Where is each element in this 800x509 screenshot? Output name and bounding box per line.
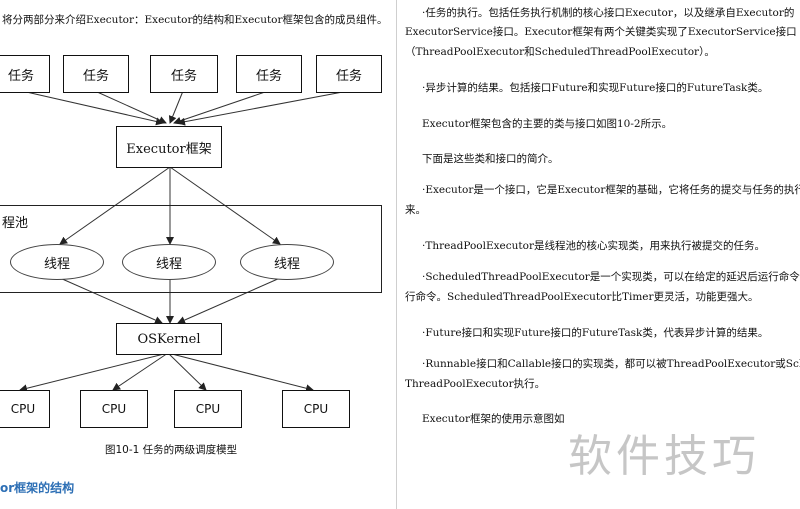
paragraph-line: ExecutorService接口。Executor框架有两个关键类实现了Exe… [405,26,797,38]
paragraph-line: 行命令。ScheduledThreadPoolExecutor比Timer更灵活… [405,291,759,303]
paragraph-line: Executor框架的使用示意图如 [422,413,565,425]
paragraph-line: 下面是这些类和接口的简介。 [422,153,559,165]
intro-text: 将分两部分来介绍Executor：Executor的结构和Executor框架包… [2,14,388,26]
paragraph-line: ·ScheduledThreadPoolExecutor是一个实现类，可以在给定… [422,271,800,283]
paragraph-line: ·Runnable接口和Callable接口的实现类，都可以被ThreadPoo… [422,358,800,370]
thread-pool-label: 程池 [2,216,29,231]
task-box-2: 任务 [63,55,129,93]
watermark-text: 软件技巧 [568,431,760,482]
cpu-box-3: CPU [174,390,242,428]
task-box-5: 任务 [316,55,382,93]
paragraph-line: （ThreadPoolExecutor和ScheduledThreadPoolE… [405,46,715,58]
task-box-4: 任务 [236,55,302,93]
paragraph-line: 来。 [405,204,426,216]
paragraph-line: ThreadPoolExecutor执行。 [405,378,546,390]
oskernel-box: OSKernel [116,323,222,355]
cpu-box-4: CPU [282,390,350,428]
executor-framework-box: Executor框架 [116,126,222,168]
thread-oval-1: 线程 [10,244,104,280]
paragraph-line: ·异步计算的结果。包括接口Future和实现Future接口的FutureTas… [422,82,769,94]
cpu-box-2: CPU [80,390,148,428]
thread-oval-2: 线程 [122,244,216,280]
task-box-1: 任务 [0,55,50,93]
figure-caption: 图10-1 任务的两级调度模型 [105,444,238,456]
paragraph-line: ·任务的执行。包括任务执行机制的核心接口Executor，以及继承自Execut… [422,7,795,19]
diagram-arrows [19,90,349,393]
thread-pool-group [0,205,382,293]
task-box-3: 任务 [150,55,218,93]
page-divider [396,0,397,509]
thread-oval-3: 线程 [240,244,334,280]
paragraph-line: ·Executor是一个接口，它是Executor框架的基础，它将任务的提交与任… [422,184,800,196]
paragraph-line: ·Future接口和实现Future接口的FutureTask类，代表异步计算的… [422,327,769,339]
right-book-page: ·任务的执行。包括任务执行机制的核心接口Executor，以及继承自Execut… [400,0,800,509]
cpu-box-1: CPU [0,390,50,428]
paragraph-line: ·ThreadPoolExecutor是线程池的核心实现类，用来执行被提交的任务… [422,240,765,252]
left-book-page: 将分两部分来介绍Executor：Executor的结构和Executor框架包… [0,0,396,509]
section-heading: or框架的结构 [0,481,75,495]
paragraph-line: Executor框架包含的主要的类与接口如图10-2所示。 [422,118,673,130]
